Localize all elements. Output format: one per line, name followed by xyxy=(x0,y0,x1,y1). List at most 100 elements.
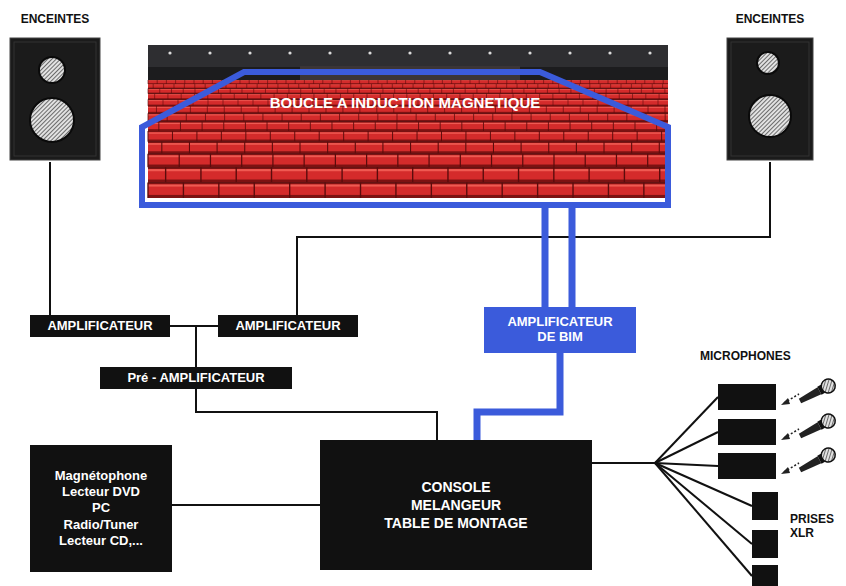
seat-divider xyxy=(221,94,222,100)
seat-divider xyxy=(202,122,203,131)
seat-divider xyxy=(277,89,278,94)
seat-divider xyxy=(460,80,461,84)
seat-divider xyxy=(272,142,273,154)
seat-row-highlight xyxy=(148,169,668,171)
seat-divider xyxy=(347,89,348,94)
seat-divider xyxy=(359,89,360,94)
seat-divider xyxy=(606,89,607,94)
seat-divider xyxy=(654,80,655,84)
seat-divider xyxy=(476,89,477,94)
signal-arrowhead xyxy=(781,467,790,474)
seat-divider xyxy=(301,113,302,121)
seat-divider xyxy=(423,84,424,89)
seat-divider xyxy=(665,113,666,121)
seat-divider xyxy=(505,122,506,131)
seat-divider xyxy=(433,84,434,89)
loop-feed-wire xyxy=(545,205,572,307)
seat-divider xyxy=(183,89,184,94)
seat-divider xyxy=(236,167,237,182)
seat-row xyxy=(148,123,668,129)
node-text: CONSOLE xyxy=(421,478,490,496)
seat-row-shadow xyxy=(148,183,668,198)
seat-divider xyxy=(265,89,266,94)
seat-divider xyxy=(635,80,636,84)
microphone-input-box xyxy=(718,453,776,479)
seat-divider xyxy=(576,142,577,154)
seat-divider xyxy=(648,106,649,113)
node-text: Radio/Tuner xyxy=(64,517,139,533)
ceiling-light xyxy=(168,51,171,54)
seat-divider xyxy=(506,80,507,84)
seat-divider xyxy=(171,89,172,94)
seat-divider xyxy=(289,183,290,198)
seat-divider xyxy=(414,80,415,84)
seat-row-shadow xyxy=(148,131,668,142)
seat-divider xyxy=(643,99,644,106)
seat-divider xyxy=(221,131,222,142)
seat-divider xyxy=(396,122,397,131)
seat-divider xyxy=(553,167,554,182)
seat-divider xyxy=(570,89,571,94)
seat-divider xyxy=(148,131,149,142)
seat-divider xyxy=(190,106,191,113)
seat-divider xyxy=(319,84,320,89)
seat-divider xyxy=(600,84,601,89)
seat-divider xyxy=(497,80,498,84)
seat-divider xyxy=(429,89,430,94)
loop-outline-svg xyxy=(138,68,672,208)
seat-divider xyxy=(267,80,268,84)
microphone-handle xyxy=(798,456,821,473)
seat-row-highlight xyxy=(148,123,668,124)
seat-divider xyxy=(454,84,455,89)
microphone-input-box xyxy=(718,419,776,445)
seat-divider xyxy=(382,142,383,154)
seat-divider xyxy=(241,154,242,168)
seat-divider xyxy=(377,113,378,121)
signal-wire xyxy=(170,326,196,367)
seat-divider xyxy=(371,84,372,89)
seat-divider xyxy=(258,80,259,84)
seat-row-shadow xyxy=(148,122,668,131)
seat-divider xyxy=(410,142,411,154)
node-text: ENCEINTES xyxy=(736,12,805,26)
seat-divider xyxy=(465,89,466,94)
seat-divider xyxy=(245,122,246,131)
seat-divider xyxy=(223,122,224,131)
seat-divider xyxy=(217,142,218,154)
seat-divider xyxy=(663,80,664,84)
seat-divider xyxy=(288,84,289,89)
seat-divider xyxy=(617,80,618,84)
ceiling-light xyxy=(528,51,531,54)
microphone-input-box xyxy=(718,384,776,410)
seat-row xyxy=(148,114,668,120)
seat-divider xyxy=(368,131,369,142)
microphone-handle xyxy=(798,387,821,404)
ceiling-light xyxy=(368,51,371,54)
microphone-icon xyxy=(797,412,838,443)
seat-divider xyxy=(282,113,283,121)
seat-divider xyxy=(548,84,549,89)
signal-arrowhead xyxy=(781,398,790,405)
seat-divider xyxy=(405,80,406,84)
seat-divider xyxy=(539,131,540,142)
seat-row-shadow xyxy=(148,113,668,121)
speaker-cabinet xyxy=(10,38,100,160)
seat-divider xyxy=(230,89,231,94)
seat-divider xyxy=(183,183,184,198)
seat-divider xyxy=(406,89,407,94)
seat-divider xyxy=(553,99,554,106)
seat-divider xyxy=(518,167,519,182)
seat-divider xyxy=(433,80,434,84)
microphone-head xyxy=(819,446,838,465)
speaker: ENCEINTES xyxy=(722,12,818,162)
signal-wire xyxy=(196,389,437,440)
ceiling-light xyxy=(208,51,211,54)
seat-divider xyxy=(662,84,663,89)
seat-divider xyxy=(246,84,247,89)
signal-wire xyxy=(172,504,320,506)
seat-divider xyxy=(624,167,625,182)
seat-divider xyxy=(210,154,211,168)
seat-divider xyxy=(240,80,241,84)
seat-divider xyxy=(310,122,311,131)
seat-divider xyxy=(548,122,549,131)
